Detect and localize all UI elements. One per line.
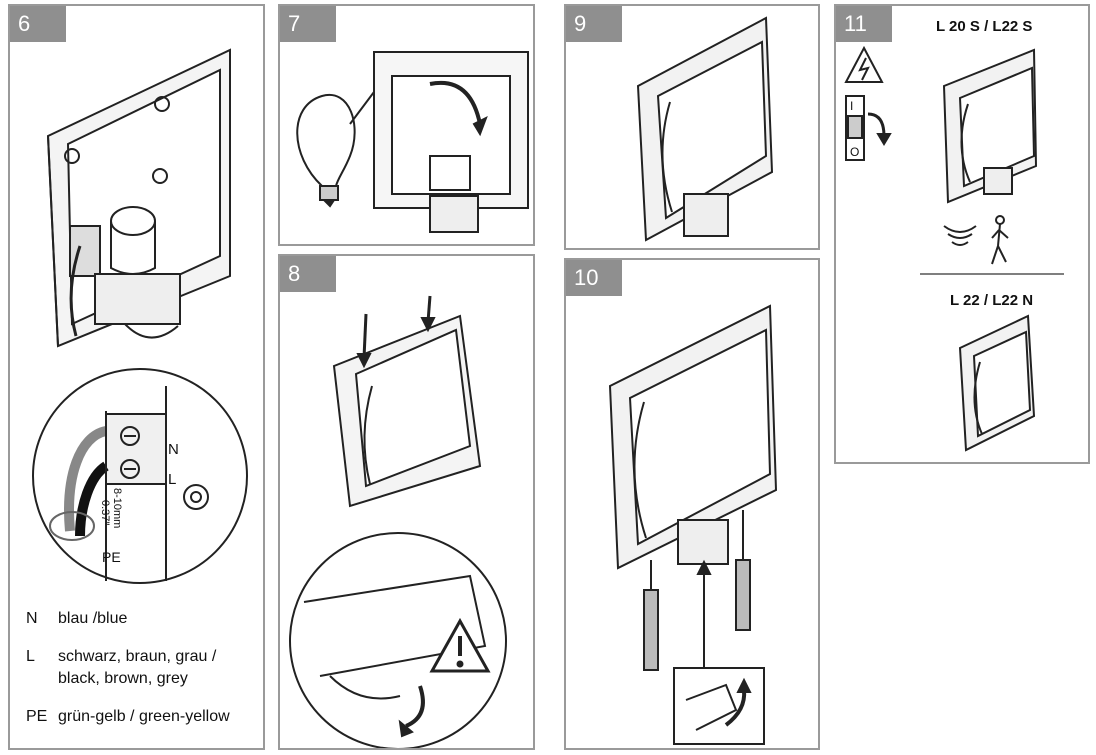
- step-number: 6: [10, 6, 66, 42]
- luminaire-glass: [628, 328, 772, 546]
- mounting-hole: [154, 96, 170, 112]
- step-8-illustration: [289, 295, 507, 748]
- clip-detail: [289, 532, 507, 748]
- cover-glass: [354, 328, 472, 488]
- strip-length-label: 8-10mm: [111, 488, 123, 528]
- step-number: 11: [836, 6, 892, 42]
- warning-icon: [429, 617, 491, 673]
- switch-arrow: [867, 112, 886, 137]
- terminal-screw-l: [120, 459, 140, 479]
- step-9-illustration: [636, 16, 774, 242]
- legend-code: L: [26, 648, 35, 665]
- motion-wave-icon: [947, 233, 973, 239]
- legend-desc: schwarz, braun, grau /: [58, 648, 217, 665]
- legend-code: N: [26, 610, 38, 627]
- turn-arrow: [429, 80, 482, 125]
- screwdriver-icon: [735, 559, 751, 631]
- legend-desc: blau /blue: [58, 610, 128, 627]
- terminal-screw-n: [120, 426, 140, 446]
- legend-row-n: N blau /blue: [26, 608, 261, 630]
- step-10-panel: 10: [564, 258, 820, 750]
- rotate-arrow: [724, 689, 747, 727]
- sensor: [683, 193, 729, 237]
- step-7-panel: 7: [278, 4, 535, 246]
- strip-length-imperial-label: 0.37": [99, 500, 111, 525]
- step-number: 8: [280, 256, 336, 292]
- step-number: 9: [566, 6, 622, 42]
- screwdriver-icon: [643, 589, 659, 671]
- step-10-illustration: [608, 304, 778, 745]
- switch-off-label: O: [850, 145, 859, 159]
- step-8-panel: 8: [278, 254, 535, 750]
- step-9-panel: 9: [564, 4, 820, 250]
- step-number: 7: [280, 6, 336, 42]
- variant-title-top: L 20 S / L22 S: [936, 18, 1033, 35]
- sensor: [677, 519, 729, 565]
- latch-detail: [673, 667, 765, 745]
- terminal-label-n: N: [168, 441, 179, 458]
- step-11-panel: 11 L 20 S / L22 S: [834, 4, 1090, 464]
- legend-desc: grün-gelb / green-yellow: [58, 708, 230, 725]
- step-6-illustration: N L PE 8-10mm 0.37": [32, 48, 248, 584]
- step-7-illustration: [296, 51, 529, 233]
- sensor-housing: [94, 273, 181, 325]
- legend-code: PE: [26, 708, 48, 725]
- switch-on-label: I: [850, 99, 853, 113]
- step-number: 10: [566, 260, 622, 296]
- push-arrow: [405, 685, 425, 728]
- mounting-hole: [152, 168, 168, 184]
- light-bulb: [296, 93, 356, 187]
- wiring-detail: [32, 368, 248, 584]
- legend-row-pe: PE grün-gelb / green-yellow: [26, 706, 261, 728]
- person-icon: [991, 215, 1009, 265]
- legend-desc: black, brown, grey: [58, 670, 188, 687]
- sensor: [983, 167, 1013, 195]
- terminal-label-pe: PE: [102, 549, 121, 565]
- legend-row-l: L schwarz, braun, grau / black, brown, g…: [26, 646, 261, 690]
- step-6-panel: 6: [8, 4, 265, 750]
- terminal-label-l: L: [168, 471, 176, 488]
- sensor: [429, 195, 479, 233]
- variant-title-bottom: L 22 / L22 N: [950, 292, 1034, 309]
- wire-legend: N blau /blue L schwarz, braun, grau / bl…: [26, 608, 261, 728]
- mounting-hole: [64, 148, 80, 164]
- high-voltage-icon: [844, 45, 884, 83]
- step-11-illustration: I O: [844, 45, 1064, 452]
